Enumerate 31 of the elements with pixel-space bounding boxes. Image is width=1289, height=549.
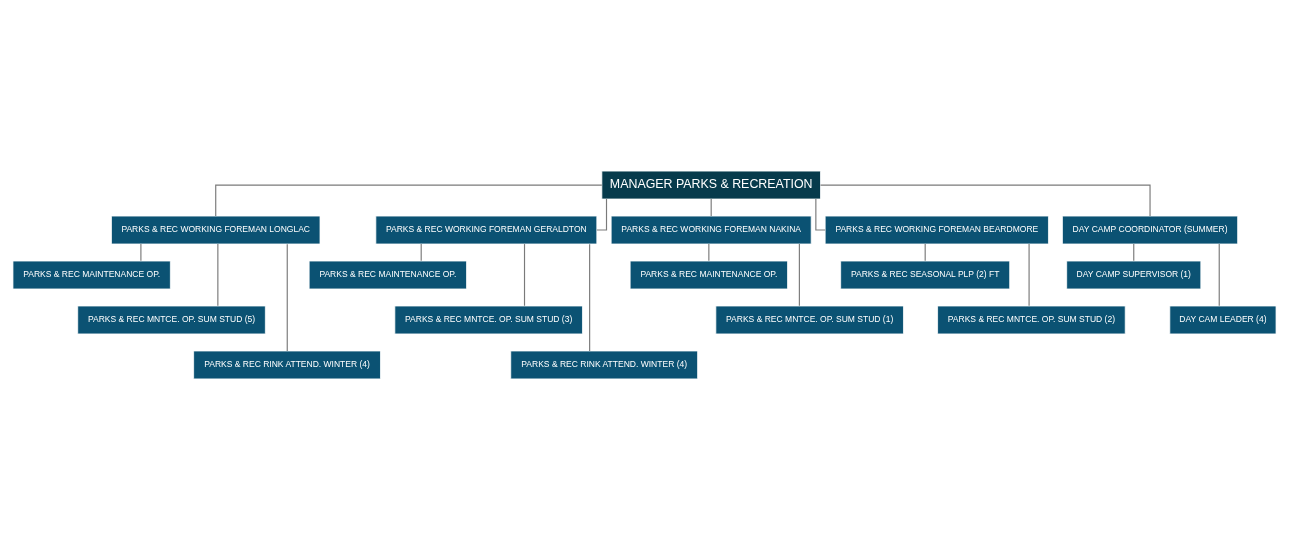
node-box: PARKS & REC MAINTENANCE OP.: [629, 260, 788, 289]
connector: [217, 243, 219, 306]
node-box: DAY CAMP COORDINATOR (SUMMER): [1062, 215, 1239, 244]
connector: [819, 184, 1151, 217]
connector: [215, 184, 603, 217]
connector: [596, 197, 608, 231]
connector: [708, 242, 710, 261]
node-box: MANAGER PARKS & RECREATION: [601, 170, 821, 199]
node-box: DAY CAM LEADER (4): [1169, 305, 1277, 334]
node-box: PARKS & REC WORKING FOREMAN NAKINA: [610, 215, 812, 244]
node-box: PARKS & REC RINK ATTEND. WINTER (4): [510, 350, 698, 379]
connector: [140, 242, 142, 261]
connector: [1028, 243, 1030, 306]
connector: [286, 243, 288, 352]
node-box: PARKS & REC WORKING FOREMAN GERALDTON: [375, 215, 598, 244]
node-box: PARKS & REC MNTCE. OP. SUM STUD (5): [77, 305, 266, 334]
connector: [589, 243, 591, 352]
node-box: PARKS & REC MNTCE. OP. SUM STUD (3): [394, 305, 583, 334]
node-box: PARKS & REC WORKING FOREMAN LONGLAC: [111, 215, 321, 244]
node-box: DAY CAMP SUPERVISOR (1): [1066, 260, 1202, 289]
node-box: PARKS & REC MAINTENANCE OP.: [308, 260, 467, 289]
node-box: PARKS & REC MAINTENANCE OP.: [12, 260, 171, 289]
connector: [1218, 243, 1220, 306]
node-box: PARKS & REC MNTCE. OP. SUM STUD (2): [937, 305, 1126, 334]
node-box: PARKS & REC RINK ATTEND. WINTER (4): [193, 350, 381, 379]
connector: [798, 243, 800, 306]
connector: [523, 243, 526, 306]
node-box: PARKS & REC SEASONAL PLP (2) FT: [840, 260, 1011, 289]
node-box: PARKS & REC MNTCE. OP. SUM STUD (1): [715, 305, 904, 334]
connector: [815, 197, 826, 231]
node-box: PARKS & REC WORKING FOREMAN BEARDMORE: [824, 215, 1049, 244]
